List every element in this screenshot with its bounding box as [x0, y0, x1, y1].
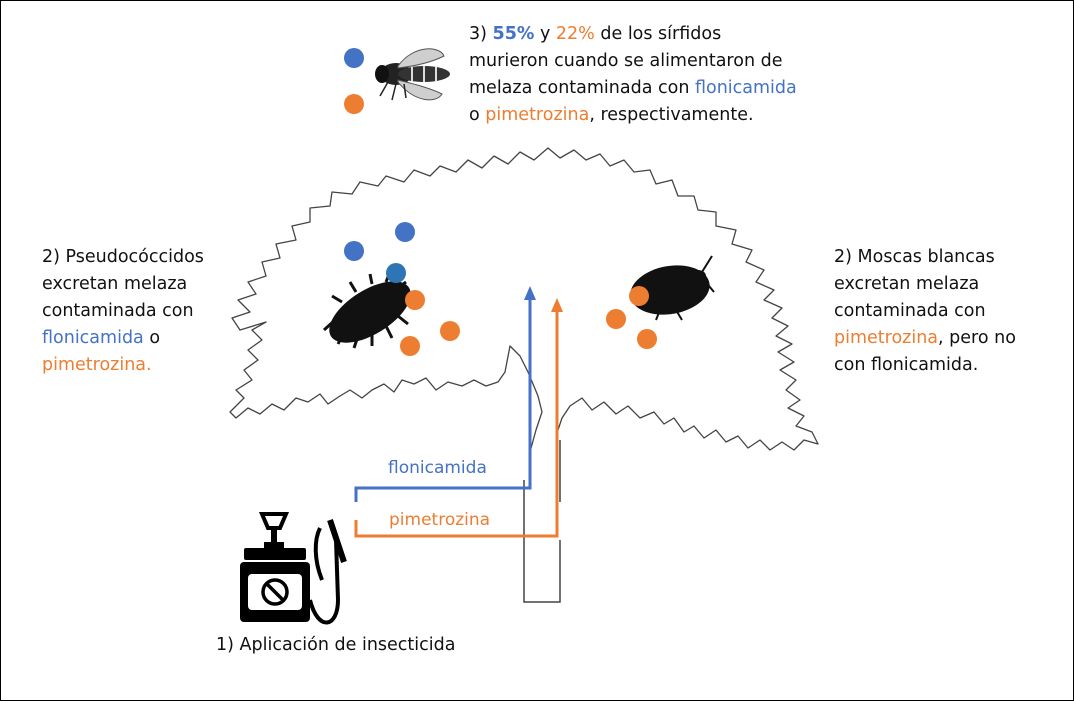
step2-mealybug-line2: excretan melaza [42, 274, 188, 294]
whitefly-pymetrozine-droplet [637, 329, 657, 349]
flonicamid-term: flonicamida [42, 328, 144, 348]
step2-whitefly-line3: contaminada con [834, 301, 986, 321]
tree-canopy-outline [229, 147, 819, 451]
whitefly-pymetrozine-droplet [606, 309, 626, 329]
whitefly-pymetrozine-droplet [629, 286, 649, 306]
pymetrozine-term: pimetrozina [485, 105, 590, 125]
step2-mealybug-line1: 2) Pseudocóccidos [42, 247, 204, 267]
flonicamid-route-line [354, 298, 532, 502]
hoverfly-icon [375, 48, 450, 101]
whitefly-icon [630, 255, 715, 321]
step2-whitefly-line4: pimetrozina, pero no [834, 325, 1016, 352]
mealybug-pymetrozine-droplet [405, 290, 425, 310]
pymetrozine-route-label: pimetrozina [389, 510, 491, 530]
step2-mealybug-line3: contaminada con [42, 301, 194, 321]
step2-whitefly-line1: 2) Moscas blancas [834, 247, 995, 267]
hoverfly-pymetrozine-dot [344, 94, 364, 114]
step3-line1: 3) 55% y 22% de los sírfidos [469, 21, 797, 48]
step2-mealybug-text: 2) Pseudocóccidos excretan melaza contam… [42, 244, 204, 379]
mealybug-pymetrozine-droplet [440, 321, 460, 341]
flonicamid-route-arrowhead [524, 286, 536, 300]
step3-and: y [534, 24, 556, 44]
step2-mealybug-line4: flonicamida o [42, 325, 204, 352]
pymetrozine-route-arrowhead [551, 298, 563, 312]
step3-line2: murieron cuando se alimentaron de [469, 51, 783, 71]
step3-line3-start: melaza contaminada con [469, 78, 695, 98]
step2-whitefly-text: 2) Moscas blancas excretan melaza contam… [834, 244, 1016, 379]
flonicamid-route-label: flonicamida [388, 458, 487, 478]
backpack-sprayer-icon [240, 512, 347, 625]
step3-hoverfly-text: 3) 55% y 22% de los sírfidos murieron cu… [469, 21, 797, 129]
pymetrozine-route-line [354, 310, 559, 538]
pymetrozine-term: pimetrozina [834, 328, 939, 348]
step3-line4-start: o [469, 105, 486, 125]
step2-whitefly-line2: excretan melaza [834, 274, 980, 294]
step3-prefix: 3) [469, 24, 493, 44]
step3-line1-rest: de los sírfidos [594, 24, 722, 44]
mealybug-flonicamid-droplet [386, 263, 406, 283]
mealybug-flonicamid-droplet [395, 222, 415, 242]
step3-line3: melaza contaminada con flonicamida [469, 75, 797, 102]
mealybug-flonicamid-droplet [344, 241, 364, 261]
hoverfly-flonicamid-dot [344, 48, 364, 68]
step2-mealybug-line5: pimetrozina. [42, 352, 204, 379]
flonicamid-term: flonicamida [694, 78, 797, 98]
connector-text: o [143, 328, 161, 348]
mealybug-pymetrozine-droplet [400, 336, 420, 356]
step3-line4: o pimetrozina, respectivamente. [469, 102, 797, 129]
whitefly-line4-rest: , pero no [938, 328, 1016, 348]
step1-caption: 1) Aplicación de insecticida [216, 635, 456, 655]
tree-trunk [523, 440, 561, 603]
pymetrozine-term: pimetrozina. [42, 355, 152, 375]
pymetrozine-mortality: 22% [555, 24, 595, 44]
step2-whitefly-line5: con flonicamida. [834, 355, 979, 375]
flonicamid-mortality: 55% [492, 24, 535, 44]
step3-line4-end: , respectivamente. [589, 105, 754, 125]
